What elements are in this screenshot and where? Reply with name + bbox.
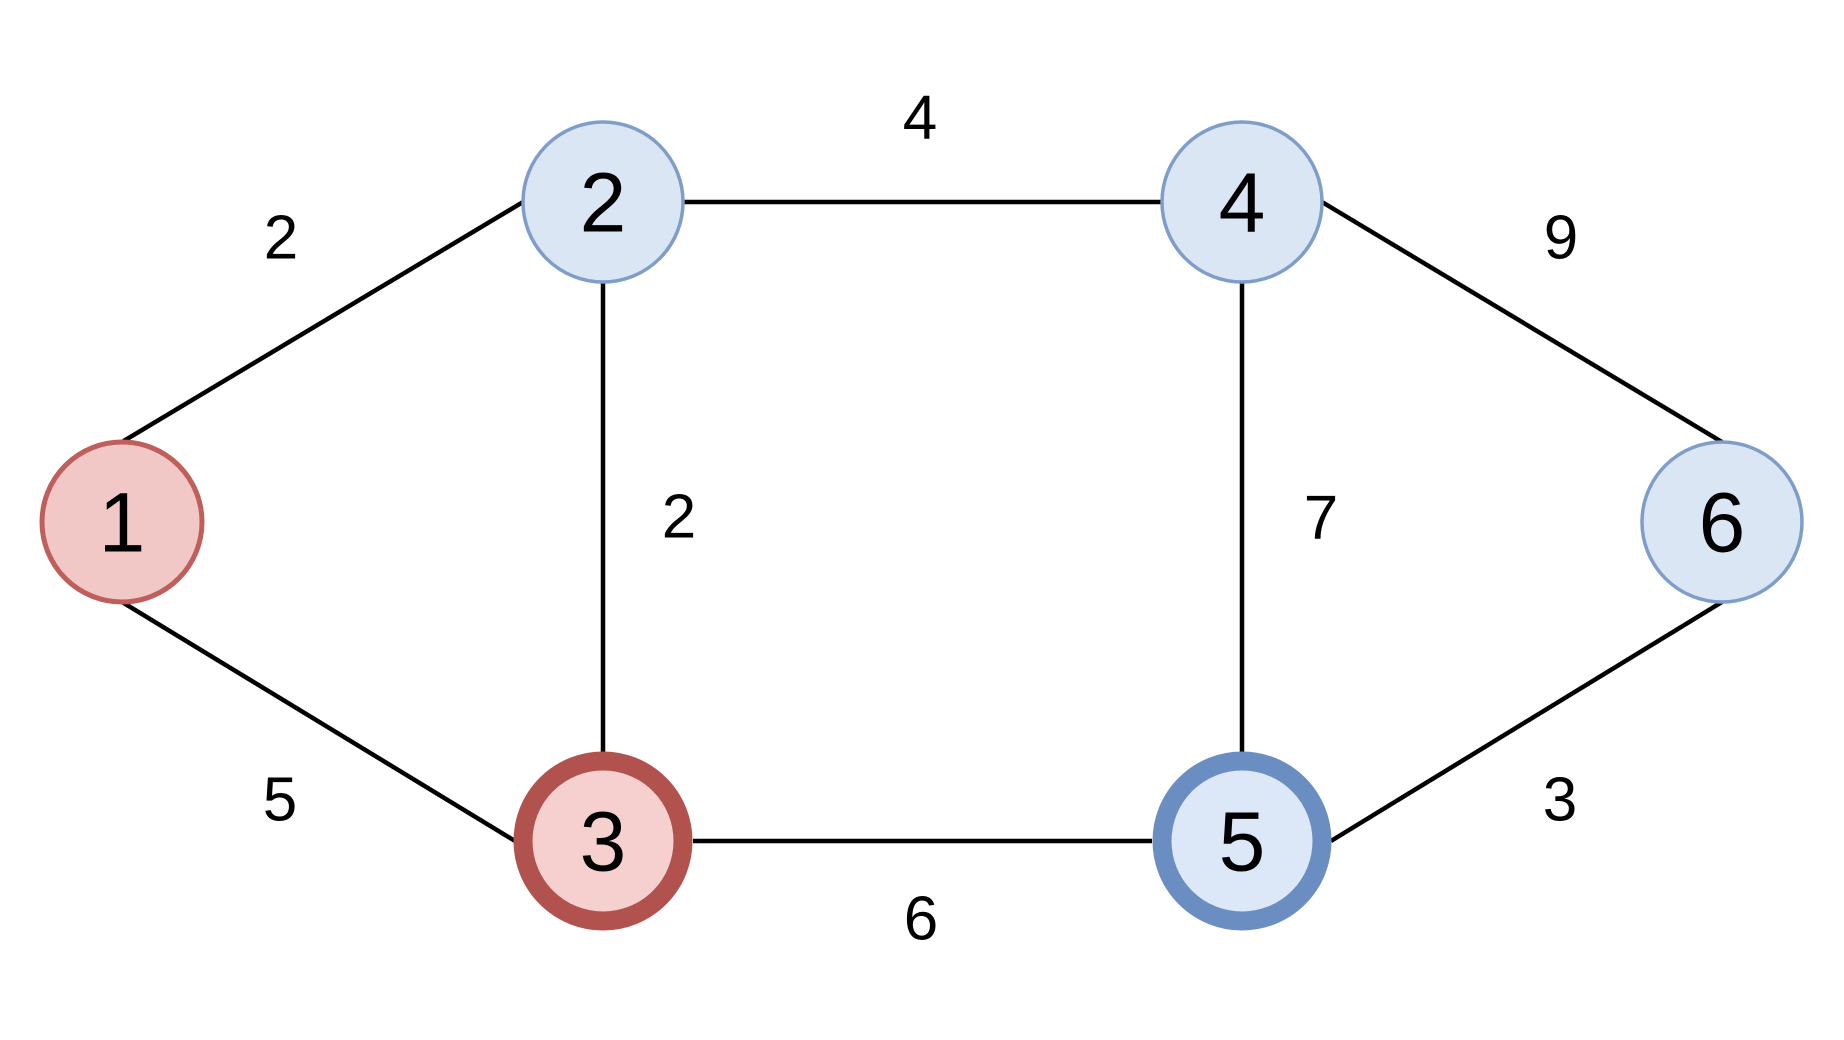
edge-weight-3-5: 6 bbox=[904, 885, 938, 954]
edge-4-6 bbox=[1320, 200, 1724, 444]
edge-weight-1-3: 5 bbox=[263, 766, 297, 835]
node-label-1: 1 bbox=[99, 475, 146, 569]
node-3 bbox=[513, 751, 693, 931]
edge-weight-2-4: 4 bbox=[903, 84, 937, 153]
edge-weight-4-5: 7 bbox=[1304, 484, 1338, 553]
node-1 bbox=[39, 439, 205, 605]
node-label-5: 5 bbox=[1219, 794, 1266, 888]
edge-5-6 bbox=[1329, 600, 1724, 843]
node-6 bbox=[1640, 440, 1804, 604]
edge-weight-4-6: 9 bbox=[1544, 204, 1578, 273]
node-label-3: 3 bbox=[580, 794, 627, 888]
node-label-2: 2 bbox=[580, 155, 627, 249]
edge-1-3 bbox=[120, 600, 517, 843]
node-5 bbox=[1152, 751, 1332, 931]
node-label-4: 4 bbox=[1219, 155, 1266, 249]
edge-weight-1-2: 2 bbox=[264, 204, 298, 273]
edge-1-2 bbox=[120, 200, 525, 444]
node-label-6: 6 bbox=[1699, 475, 1746, 569]
edge-weight-2-3: 2 bbox=[662, 483, 696, 552]
node-4 bbox=[1160, 120, 1324, 284]
edge-weight-5-6: 3 bbox=[1543, 766, 1577, 835]
node-2 bbox=[521, 120, 685, 284]
